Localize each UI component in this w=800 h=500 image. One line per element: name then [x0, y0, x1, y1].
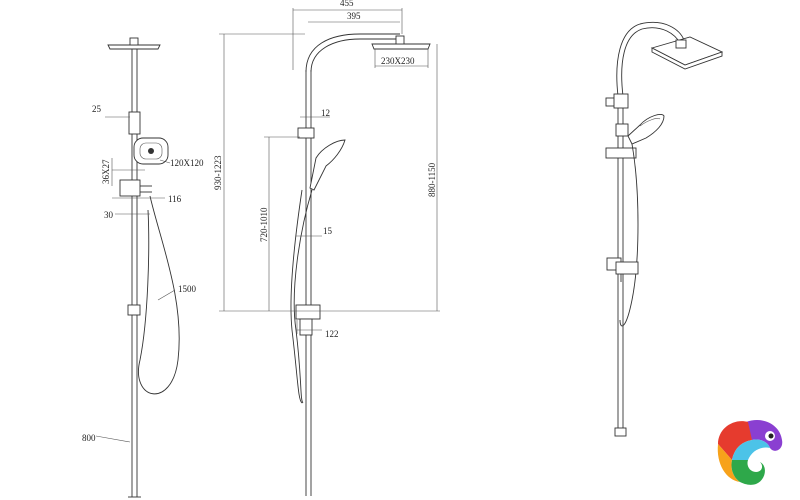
- dim-holder-offset: 116: [168, 194, 182, 204]
- dim-slider-height: 720-1010: [259, 207, 269, 242]
- dim-pipe-diameter: 30: [104, 210, 114, 220]
- dim-valve-projection: 122: [325, 329, 339, 339]
- dim-rail-diameter: 15: [323, 226, 333, 236]
- front-view: 25 120X120 36X27 116 30 1500 800: [82, 37, 204, 498]
- dim-rail-length: 800: [82, 433, 96, 443]
- dim-slider-gap: 12: [321, 108, 330, 118]
- dim-holder-size: 36X27: [101, 159, 111, 184]
- side-handshower: [309, 139, 346, 191]
- dim-overall-height: 930-1223: [213, 155, 223, 190]
- perspective-view: [605, 22, 724, 437]
- side-overhead-head: [371, 43, 431, 50]
- dim-hose-length: 1500: [178, 284, 197, 294]
- perspective-overhead-head: [650, 36, 724, 66]
- dim-arm-reach-center: 395: [347, 11, 361, 21]
- dim-handshower-head-size: 120X120: [170, 158, 204, 168]
- dim-rain-height: 880-1150: [427, 162, 437, 197]
- dim-front-arm-width: 25: [92, 104, 102, 114]
- perspective-handshower: [627, 114, 665, 145]
- side-view: 455 395 230X230 12 930-1223 880-1150 720…: [213, 0, 440, 496]
- front-overhead-head: [107, 44, 161, 50]
- chameleon-logo-icon: [717, 420, 783, 485]
- dim-overhead-size: 230X230: [381, 56, 415, 66]
- dim-arm-reach-total: 455: [340, 0, 354, 8]
